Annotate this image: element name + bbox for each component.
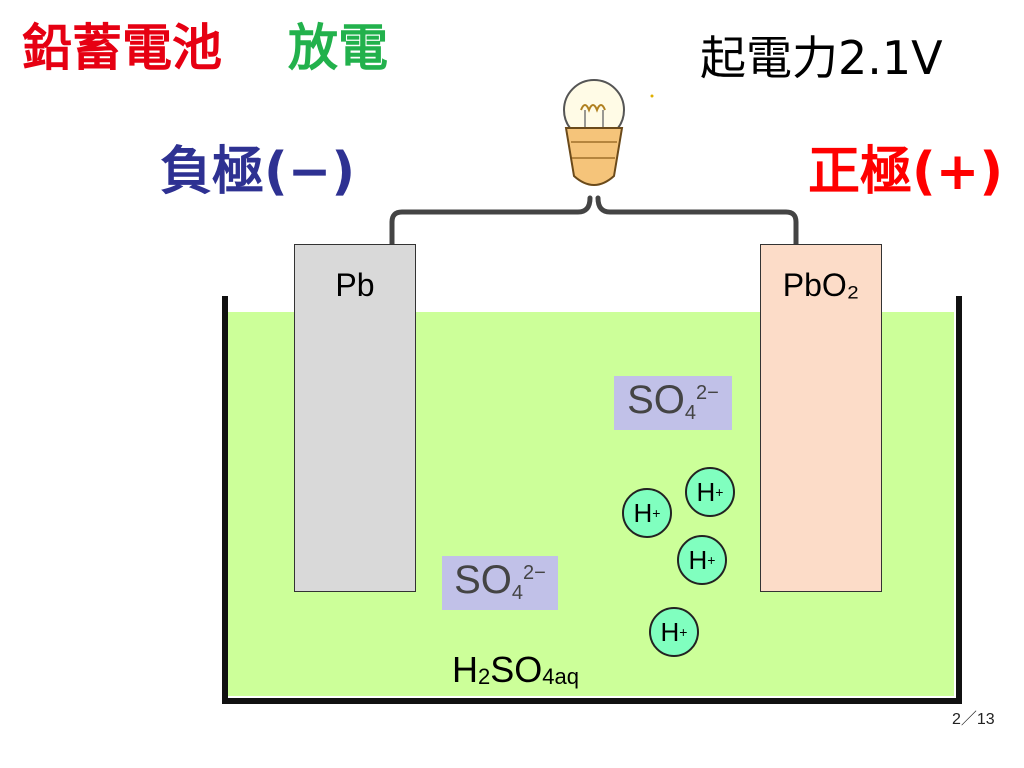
wire-left: [389, 195, 593, 249]
sulfate-ion-formula: SO42−: [454, 551, 546, 615]
solution-so-sub: 4aq: [542, 664, 579, 689]
page-number: 2／13: [952, 711, 995, 728]
wire-right: [595, 195, 799, 249]
hydrogen-charge: +: [679, 624, 688, 640]
negative-pole-label: 負極(−): [160, 142, 356, 202]
hydrogen-ion: H+: [649, 607, 699, 657]
solution-h-sub: 2: [478, 664, 491, 689]
sulfate-charge: 2−: [523, 562, 546, 584]
pb-electrode: Pb: [294, 244, 416, 592]
hydrogen-charge: +: [652, 505, 661, 521]
sulfate-subscript: 4: [511, 582, 524, 604]
solution-h: H: [452, 649, 478, 690]
hydrogen-base: H: [696, 476, 716, 507]
hydrogen-ion: H+: [622, 488, 672, 538]
sulfate-ion-formula: SO42−: [627, 371, 719, 435]
positive-pole-label: 正極(+): [808, 142, 1004, 202]
hydrogen-charge: +: [715, 484, 724, 500]
pbo2-electrode-label: PbO₂: [782, 267, 860, 303]
hydrogen-ion: H+: [685, 467, 735, 517]
pbo2-electrode: PbO₂: [760, 244, 882, 592]
sulfate-ion: SO42−: [614, 376, 732, 430]
title-main: 鉛蓄電池: [22, 19, 222, 77]
sulfate-base: SO: [627, 378, 685, 422]
hydrogen-base: H: [688, 544, 708, 575]
sulfate-subscript: 4: [684, 402, 697, 424]
sulfate-base: SO: [454, 558, 512, 602]
title-discharge: 放電: [288, 19, 388, 77]
hydrogen-base: H: [660, 616, 680, 647]
beaker: [222, 296, 962, 704]
emf-label: 起電力2.1V: [700, 31, 943, 85]
solution-so: SO: [490, 649, 543, 690]
hydrogen-charge: +: [707, 552, 716, 568]
solution-label: H2SO4aq: [452, 648, 579, 699]
sulfate-ion: SO42−: [442, 556, 558, 610]
hydrogen-base: H: [633, 497, 653, 528]
light-bulb-icon: [563, 79, 654, 186]
sulfate-charge: 2−: [696, 382, 719, 404]
pb-electrode-label: Pb: [335, 267, 375, 303]
hydrogen-ion: H+: [677, 535, 727, 585]
